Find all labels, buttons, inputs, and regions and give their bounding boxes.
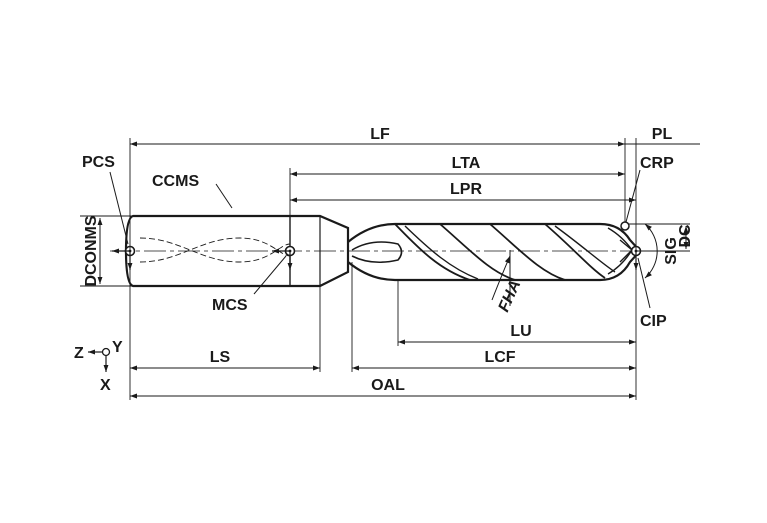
label-x: X (100, 377, 111, 394)
dim-fha-arc (491, 255, 511, 301)
axis-origin-icon (101, 347, 111, 357)
label-lcf: LCF (484, 349, 515, 366)
label-ls: LS (210, 349, 231, 366)
leader-pcs (109, 171, 129, 245)
flute-helix-2 (439, 223, 516, 281)
coolant-channel-bottom (139, 237, 291, 263)
label-mcs: MCS (212, 297, 248, 314)
label-ccms: CCMS (152, 173, 199, 190)
flute-helix-4b (554, 225, 616, 273)
label-fha: FHA (495, 278, 524, 315)
labels: LF PL PCS CCMS LTA CRP LPR DC DCONMS SIG… (74, 126, 694, 394)
axis-triad (88, 347, 111, 372)
label-dconms: DCONMS (83, 215, 100, 286)
label-lta: LTA (452, 155, 481, 172)
leader-ccms (215, 183, 233, 209)
dimension-lines (97, 141, 700, 399)
dim-sig-arc (644, 223, 658, 279)
flute-helix-1b (404, 225, 479, 280)
label-pl: PL (652, 126, 673, 143)
leader-crp (625, 169, 641, 223)
flute-helix-4 (544, 223, 606, 279)
leader-mcs (253, 255, 287, 295)
label-cip: CIP (640, 313, 667, 330)
label-oal: OAL (371, 377, 405, 394)
flute-start-curve (351, 241, 403, 264)
label-pcs: PCS (82, 154, 115, 171)
label-sig: SIG (663, 237, 680, 265)
label-y: Y (112, 339, 123, 356)
label-crp: CRP (640, 155, 674, 172)
leader-lines (109, 169, 651, 309)
label-z: Z (74, 345, 84, 362)
crp-point-icon (620, 221, 630, 231)
label-lpr: LPR (450, 181, 482, 198)
label-dc: DC (677, 224, 694, 248)
flute-helix-1 (394, 223, 471, 281)
coolant-channel-top (139, 237, 291, 263)
leader-cip (637, 257, 651, 309)
flute-helix-3 (489, 223, 566, 281)
label-lf: LF (370, 126, 390, 143)
label-lu: LU (510, 323, 531, 340)
shank-outline (124, 214, 350, 288)
